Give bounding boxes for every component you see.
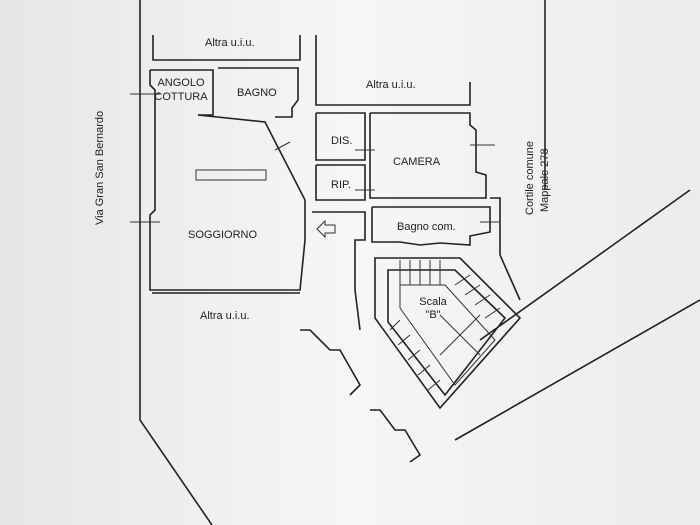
- label-kitchen: ANGOLO: [157, 77, 205, 89]
- label-staircase: Scala: [419, 296, 447, 308]
- staircase: [374, 257, 522, 410]
- label-other-unit-top-right: Altra u.i.u.: [366, 79, 416, 91]
- label-bathroom: BAGNO: [237, 87, 277, 99]
- label-shared-bathroom: Bagno com.: [397, 221, 456, 233]
- counter: [195, 169, 267, 181]
- label-living-room: SOGGIORNO: [188, 229, 258, 241]
- label-courtyard: Cortile comune: [524, 141, 536, 215]
- label-other-unit-top-left: Altra u.i.u.: [205, 37, 255, 49]
- label-other-unit-bottom: Altra u.i.u.: [200, 310, 250, 322]
- label-street: Via Gran San Bernardo: [94, 111, 106, 225]
- stair-treads: [389, 260, 501, 391]
- walls: [139, 0, 700, 525]
- label-bedroom: CAMERA: [393, 156, 441, 168]
- label-kitchen-2: COTTURA: [154, 91, 208, 103]
- label-hallway: DIS.: [331, 135, 352, 147]
- entrance-arrow-icon: [316, 219, 336, 239]
- label-storage: RIP.: [331, 179, 351, 191]
- label-staircase-2: "B": [425, 309, 440, 321]
- window-marks: [130, 93, 500, 223]
- label-courtyard-2: Mappale 278: [539, 148, 551, 212]
